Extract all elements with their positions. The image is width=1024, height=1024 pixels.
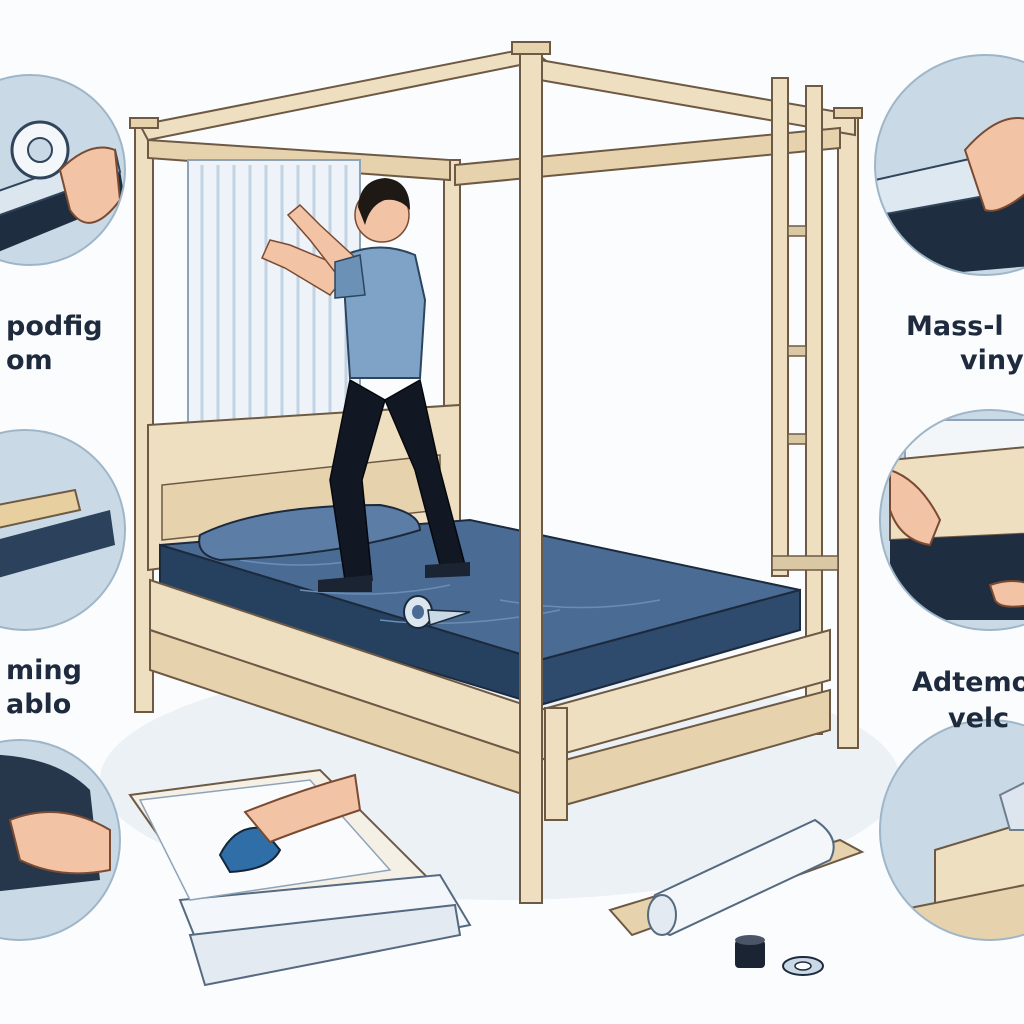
bed-post-back-left-cap <box>129 117 159 129</box>
mattress-quilting <box>239 559 661 625</box>
small-tools <box>735 935 824 976</box>
bed-post-back-right-cap <box>833 107 863 119</box>
man-left-shoe <box>318 575 372 592</box>
man-shirt <box>344 246 427 379</box>
detail-circle-top-left <box>0 75 125 265</box>
man-hair <box>358 178 410 225</box>
detail-circle-mid-right-ring <box>879 409 1024 631</box>
detail-circle-mid-left <box>0 430 125 630</box>
bed-post-front-right <box>519 44 543 904</box>
label-right-mid-line2: velc <box>948 703 1010 734</box>
label-left-top-line2: om <box>6 345 53 376</box>
label-left-mid-line1: ming <box>6 655 82 686</box>
bed-post-front-right-cap <box>511 41 551 55</box>
canopy-rail-back <box>138 46 548 142</box>
label-left-mid-line2: ablo <box>6 689 72 720</box>
scraper-icon <box>218 773 362 874</box>
detail-circle-bottom-right-ring <box>879 719 1024 941</box>
detail-circle-top-left-ring <box>0 74 126 266</box>
man-right-shoe <box>425 562 470 578</box>
man-installing-panel <box>261 178 470 592</box>
label-right-top-line1: Mass-l <box>906 311 1004 342</box>
canopy-rail-middle <box>454 126 841 187</box>
bed-post-front-lower-block <box>544 707 568 821</box>
ladder <box>771 77 839 735</box>
detail-circle-bottom-left-ring <box>0 739 121 941</box>
bed-post-back-right <box>837 111 859 749</box>
man-sleeve <box>334 254 366 299</box>
tape-roll-icon <box>403 595 471 629</box>
detail-circle-bottom-right <box>880 720 1024 940</box>
detail-circle-top-right-ring <box>874 54 1024 276</box>
detail-circle-top-right <box>875 55 1024 275</box>
detail-circle-mid-left-ring <box>0 429 126 631</box>
man-left-arm <box>261 239 352 296</box>
label-left-top-line1: podfig <box>6 311 103 342</box>
wooden-board-with-roll <box>608 818 865 937</box>
detail-circle-mid-right <box>880 410 1024 630</box>
foam-sheets-stack <box>128 768 472 987</box>
label-right-top-line2: viny <box>960 345 1024 376</box>
